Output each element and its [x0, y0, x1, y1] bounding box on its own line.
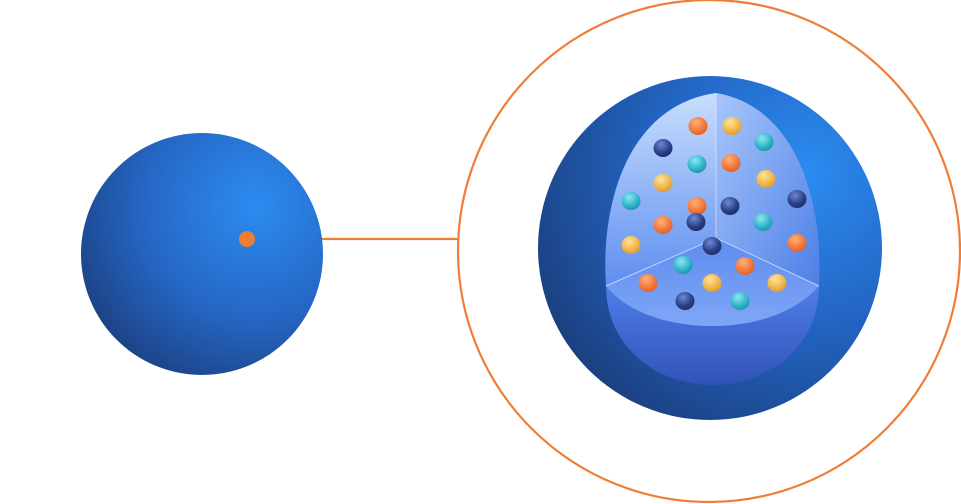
small-sphere — [81, 133, 323, 375]
particle-orange — [735, 257, 755, 275]
particle-navy — [686, 213, 706, 231]
marker-dot — [239, 231, 255, 247]
particle-yellow — [702, 274, 722, 292]
big-sphere — [538, 76, 882, 420]
particle-orange — [653, 216, 673, 234]
particle-yellow — [767, 274, 787, 292]
particle-teal — [621, 192, 641, 210]
particle-teal — [753, 213, 773, 231]
particle-navy — [787, 190, 807, 208]
particle-navy — [653, 139, 673, 157]
particle-navy — [720, 197, 740, 215]
particle-orange — [638, 274, 658, 292]
particle-orange — [721, 154, 741, 172]
particle-orange — [687, 197, 707, 215]
particle-yellow — [621, 236, 641, 254]
particle-teal — [754, 133, 774, 151]
particle-yellow — [756, 170, 776, 188]
magnifier-circle — [456, 0, 961, 504]
particle-teal — [673, 256, 693, 274]
particle-group — [621, 117, 807, 310]
particle-teal — [687, 155, 707, 173]
particle-orange — [688, 117, 708, 135]
particle-navy — [702, 237, 722, 255]
particle-yellow — [722, 117, 742, 135]
particle-navy — [675, 292, 695, 310]
particle-orange — [787, 234, 807, 252]
particle-teal — [730, 292, 750, 310]
particle-yellow — [653, 174, 673, 192]
